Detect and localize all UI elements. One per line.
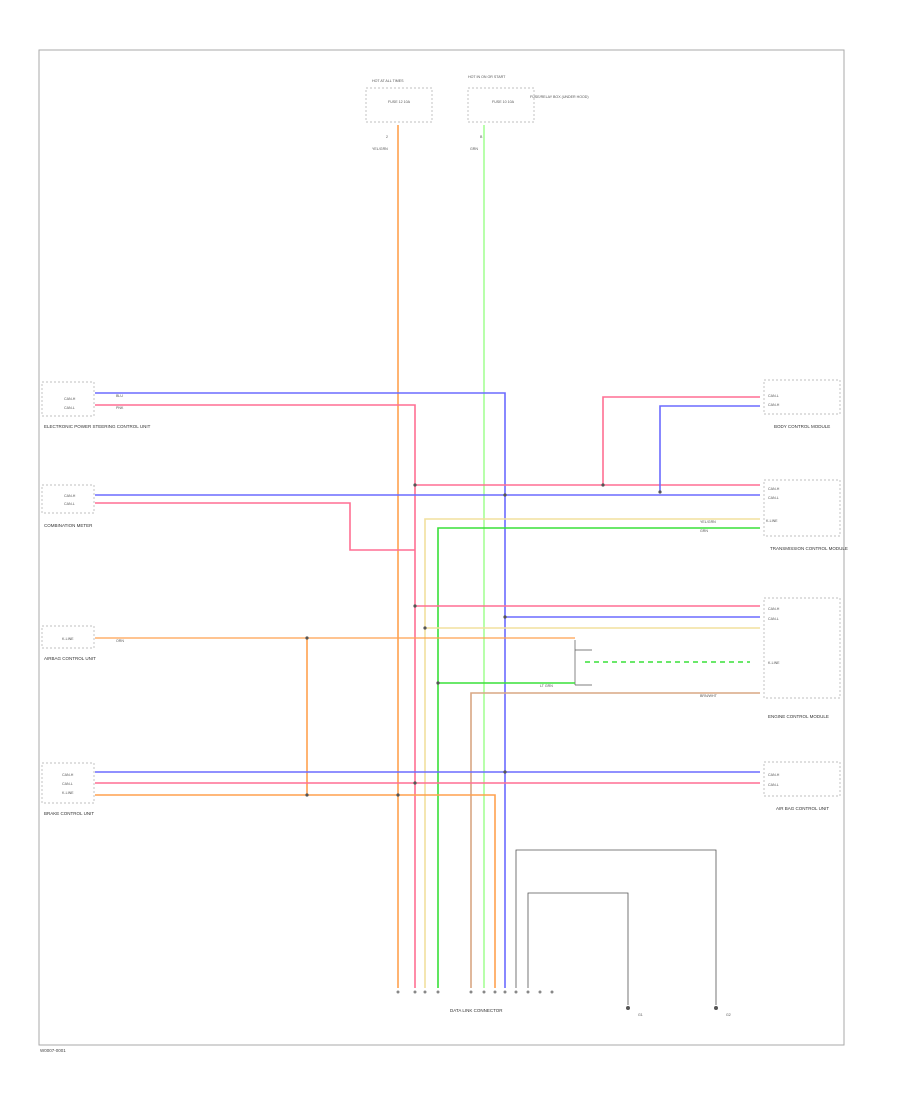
label-left-4: BRAKE CONTROL UNIT [44,811,94,816]
wire-black-ground-2 [515,849,717,1005]
svg-text:CAN-L: CAN-L [62,782,73,786]
svg-text:CAN-H: CAN-H [64,397,76,401]
wire-black-ground-1 [527,892,629,1005]
fuse-box-right: HOT IN ON OR START FUSE 10 10A FUSE/RELA… [467,75,589,151]
wire-pink-meter [95,502,415,551]
svg-text:CAN-H: CAN-H [768,607,780,611]
label-right-4: AIR BAG CONTROL UNIT [776,806,829,811]
wire-brown-ecm [470,692,760,988]
label-right-1: BODY CONTROL MODULE [774,424,830,429]
svg-text:CAN-L: CAN-L [768,496,779,500]
component-box-right-4: CAN-H CAN-L AIR BAG CONTROL UNIT [763,761,841,811]
fuse-right-pin: B [480,135,483,139]
wire-blue-up-right1 [659,405,760,492]
svg-text:G2: G2 [726,1013,731,1017]
svg-text:G1: G1 [638,1013,643,1017]
svg-text:CAN-L: CAN-L [768,617,779,621]
label-left-3: AIRBAG CONTROL UNIT [44,656,96,661]
data-link-connector: DATA LINK CONNECTOR [396,990,554,1013]
tag-yellow-1: YEL/GRN [700,520,716,524]
wire-orange-brake [95,794,496,988]
wire-green-tcm [437,527,760,988]
svg-text:CAN-H: CAN-H [62,773,74,777]
svg-text:K-LINE: K-LINE [768,661,780,665]
fuse-left-label: FUSE 12 10A [388,100,411,104]
tag-orange-1: ORN [116,639,124,643]
wire-pink-up-right1 [602,396,760,485]
label-left-1: ELECTRONIC POWER STEERING CONTROL UNIT [44,424,151,429]
wire-blue-top [95,392,506,988]
svg-text:K-LINE: K-LINE [62,791,74,795]
diagram-frame [38,49,845,1046]
svg-text:CAN-H: CAN-H [768,773,780,777]
footer-code: W0007-0001 [40,1048,66,1053]
fuse-right-wire: GRN [470,147,478,151]
label-dlc: DATA LINK CONNECTOR [450,1008,503,1013]
tag-green-1: LT GRN [540,684,553,688]
svg-text:CAN-L: CAN-L [64,502,75,506]
svg-text:CAN-H: CAN-H [64,494,76,498]
svg-text:CAN-H: CAN-H [768,403,780,407]
fuse-left-wire: YEL/GRN [372,147,388,151]
wire-black-switch [574,640,592,686]
label-left-2: COMBINATION METER [44,523,93,528]
svg-text:CAN-L: CAN-L [768,783,779,787]
svg-text:CAN-L: CAN-L [64,406,75,410]
fuse-right-note: FUSE/RELAY BOX (UNDER HOOD) [530,95,589,99]
tag-brown-1: BRN/WHT [700,694,718,698]
fuse-left-pin: 2 [386,135,388,139]
component-box-left-2: CAN-H CAN-L COMBINATION METER [41,484,95,528]
svg-text:CAN-H: CAN-H [768,487,780,491]
fuse-box-left: HOT AT ALL TIMES FUSE 12 10A 2 YEL/GRN [365,79,433,151]
component-box-left-1: CAN-H CAN-L ELECTRONIC POWER STEERING CO… [41,381,151,429]
tag-blue-1: BLU [116,394,123,398]
fuse-left-header: HOT AT ALL TIMES [372,79,404,83]
wire-pink-top [95,404,416,988]
component-box-right-1: CAN-L CAN-H BODY CONTROL MODULE [763,379,841,429]
splice-points [305,483,662,797]
fuse-right-label: FUSE 10 10A [492,100,515,104]
component-box-left-3: K-LINE AIRBAG CONTROL UNIT [41,625,96,661]
ground-2: G2 [714,1006,731,1017]
svg-text:K-LINE: K-LINE [766,519,778,523]
wire-yellow-tcm [424,518,760,988]
svg-text:K-LINE: K-LINE [62,637,74,641]
label-right-2: TRANSMISSION CONTROL MODULE [770,546,848,551]
tag-pink-1: PNK [116,406,124,410]
component-box-left-4: CAN-H CAN-L K-LINE BRAKE CONTROL UNIT [41,762,95,816]
svg-text:CAN-L: CAN-L [768,394,779,398]
component-box-right-2: CAN-H CAN-L K-LINE TRANSMISSION CONTROL … [763,479,848,551]
component-box-right-3: CAN-H CAN-L K-LINE ENGINE CONTROL MODULE [763,597,841,719]
label-right-3: ENGINE CONTROL MODULE [768,714,829,719]
ground-1: G1 [626,1006,643,1017]
fuse-right-header: HOT IN ON OR START [468,75,506,79]
tag-green-2: GRN [700,529,708,533]
